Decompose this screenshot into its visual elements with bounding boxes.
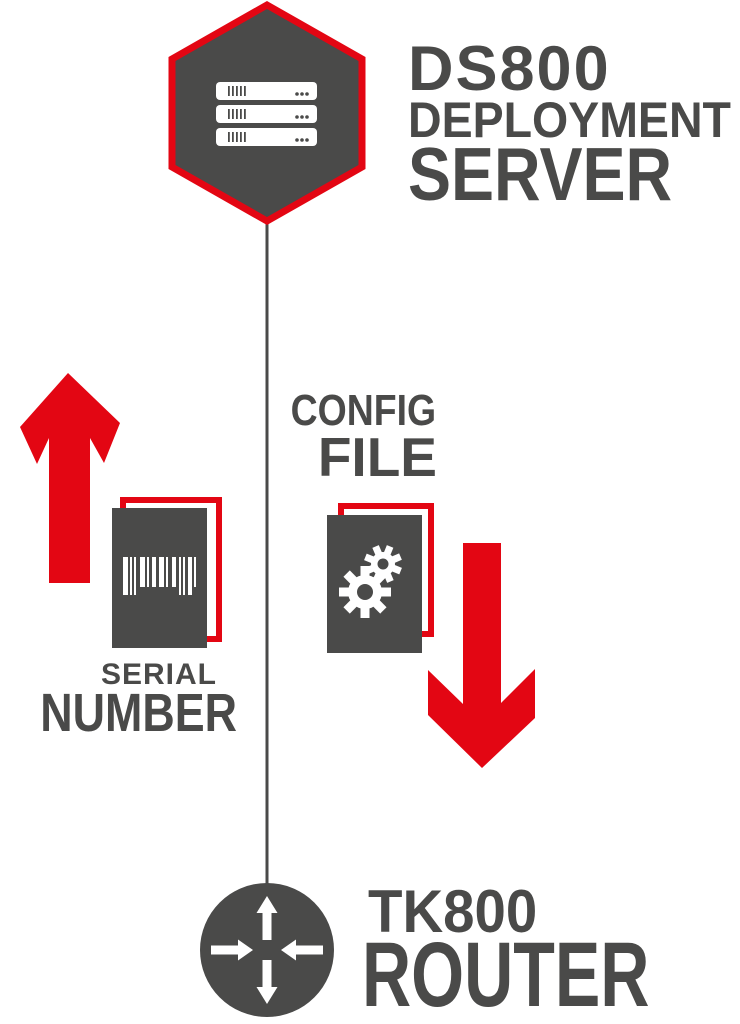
gear-icon [339, 566, 391, 618]
router-title-line2: ROUTER [362, 924, 650, 1024]
server-rack-icon [216, 82, 317, 146]
config-label-line2: FILE [317, 426, 437, 488]
config-label-line1: CONFIG [290, 386, 436, 435]
gears-document-icon [327, 515, 422, 653]
barcode-document-icon [112, 508, 207, 648]
server-rack-unit [216, 105, 317, 123]
server-rack-unit [216, 82, 317, 100]
router-icon [200, 883, 334, 1017]
server-rack-unit [216, 128, 317, 146]
barcode-icon [123, 557, 196, 595]
router-arrows-icon [211, 896, 323, 1004]
serial-label-line2: NUMBER [40, 683, 237, 743]
up-arrow-icon [20, 373, 120, 583]
server-title-line1: DS800 [408, 34, 611, 104]
document-back-outline [120, 497, 222, 642]
down-arrow-icon [428, 543, 535, 768]
serial-label-line1: SERIAL [100, 658, 217, 691]
server-title-line3: SERVER [408, 132, 673, 216]
server-hexagon [168, 0, 366, 226]
document-back-outline [338, 503, 434, 637]
gear-icon [364, 545, 402, 583]
router-title-line1: TK800 [368, 878, 538, 945]
server-title-line2: DEPLOYMENT [408, 92, 731, 148]
